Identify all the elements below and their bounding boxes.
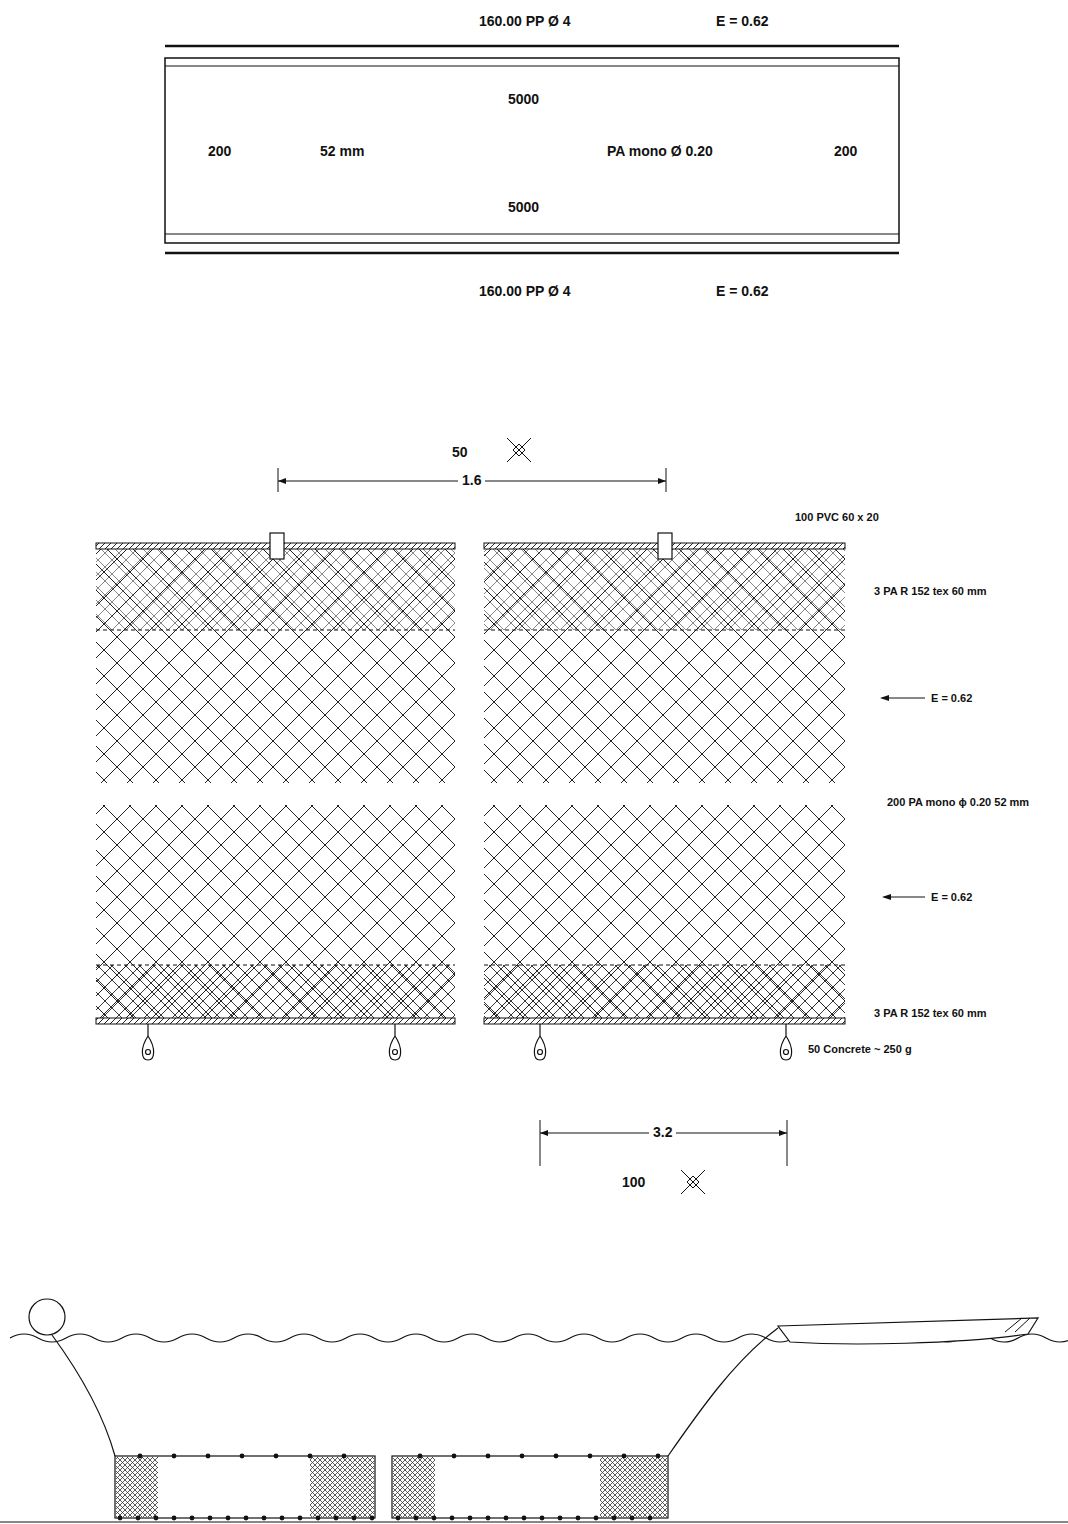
- rope-spec: 160.00 PP Ø 4: [479, 284, 571, 299]
- netting-spec: 3 PA R 152 tex 60 mm: [874, 1007, 987, 1019]
- panel-label: 5000: [508, 92, 539, 107]
- panel-label: PA mono Ø 0.20: [607, 144, 713, 159]
- sinker-spec: 50 Concrete ~ 250 g: [808, 1043, 912, 1055]
- net-dot: [648, 1516, 653, 1521]
- net-dot: [558, 1516, 563, 1521]
- net-dot: [588, 1454, 593, 1459]
- net-dot: [280, 1516, 285, 1521]
- float-spec: 100 PVC 60 x 20: [795, 511, 879, 523]
- net-dot: [316, 1516, 321, 1521]
- net-dot: [540, 1516, 545, 1521]
- net-dot: [154, 1516, 159, 1521]
- net-dot: [208, 1516, 213, 1521]
- net-dot: [656, 1454, 661, 1459]
- net-dot: [522, 1516, 527, 1521]
- panel-label: 5000: [508, 200, 539, 215]
- net-dot: [612, 1516, 617, 1521]
- net-dot: [630, 1516, 635, 1521]
- net-dot: [414, 1516, 419, 1521]
- net-dot: [396, 1516, 401, 1521]
- net-dot: [370, 1516, 375, 1521]
- rope-spec: 160.00 PP Ø 4: [479, 14, 571, 29]
- panel-label: 52 mm: [320, 144, 364, 159]
- net-dot: [520, 1454, 525, 1459]
- net-dot: [418, 1454, 423, 1459]
- net-dot: [504, 1516, 509, 1521]
- netting-spec: 200 PA mono ϕ 0.20 52 mm: [887, 796, 1029, 808]
- net-dot: [450, 1516, 455, 1521]
- net-dot: [622, 1454, 627, 1459]
- net-dot: [486, 1454, 491, 1459]
- net-dot: [432, 1516, 437, 1521]
- net-dot: [226, 1516, 231, 1521]
- mesh-count: 100: [622, 1175, 645, 1190]
- net-dot: [262, 1516, 267, 1521]
- net-panel: 5000 200 52 mm PA mono Ø 0.20 200 5000: [165, 58, 899, 243]
- net-dot: [206, 1454, 211, 1459]
- net-dot: [298, 1516, 303, 1521]
- hanging-ratio: E = 0.62: [931, 891, 972, 903]
- panel-label: 200: [208, 144, 231, 159]
- net-dot: [486, 1516, 491, 1521]
- mesh-count: 50: [452, 445, 468, 460]
- net-dot: [576, 1516, 581, 1521]
- net-dot: [244, 1516, 249, 1521]
- dimension: 1.6: [458, 473, 485, 488]
- net-dot: [334, 1516, 339, 1521]
- panel-label: 200: [834, 144, 857, 159]
- net-dot: [554, 1454, 559, 1459]
- net-dot: [342, 1454, 347, 1459]
- net-dot: [352, 1516, 357, 1521]
- net-dot: [190, 1516, 195, 1521]
- net-dot: [118, 1516, 123, 1521]
- net-dot: [240, 1454, 245, 1459]
- netting-spec: 3 PA R 152 tex 60 mm: [874, 585, 987, 597]
- dimension: 3.2: [649, 1125, 676, 1140]
- net-dot: [452, 1454, 457, 1459]
- net-dot: [308, 1454, 313, 1459]
- net-dot: [172, 1454, 177, 1459]
- net-dot: [274, 1454, 279, 1459]
- hanging-ratio: E = 0.62: [716, 14, 769, 29]
- net-dot: [594, 1516, 599, 1521]
- hanging-ratio: E = 0.62: [931, 692, 972, 704]
- net-dot: [138, 1454, 143, 1459]
- net-dot: [172, 1516, 177, 1521]
- net-dot: [468, 1516, 473, 1521]
- net-dot: [136, 1516, 141, 1521]
- hanging-ratio: E = 0.62: [716, 284, 769, 299]
